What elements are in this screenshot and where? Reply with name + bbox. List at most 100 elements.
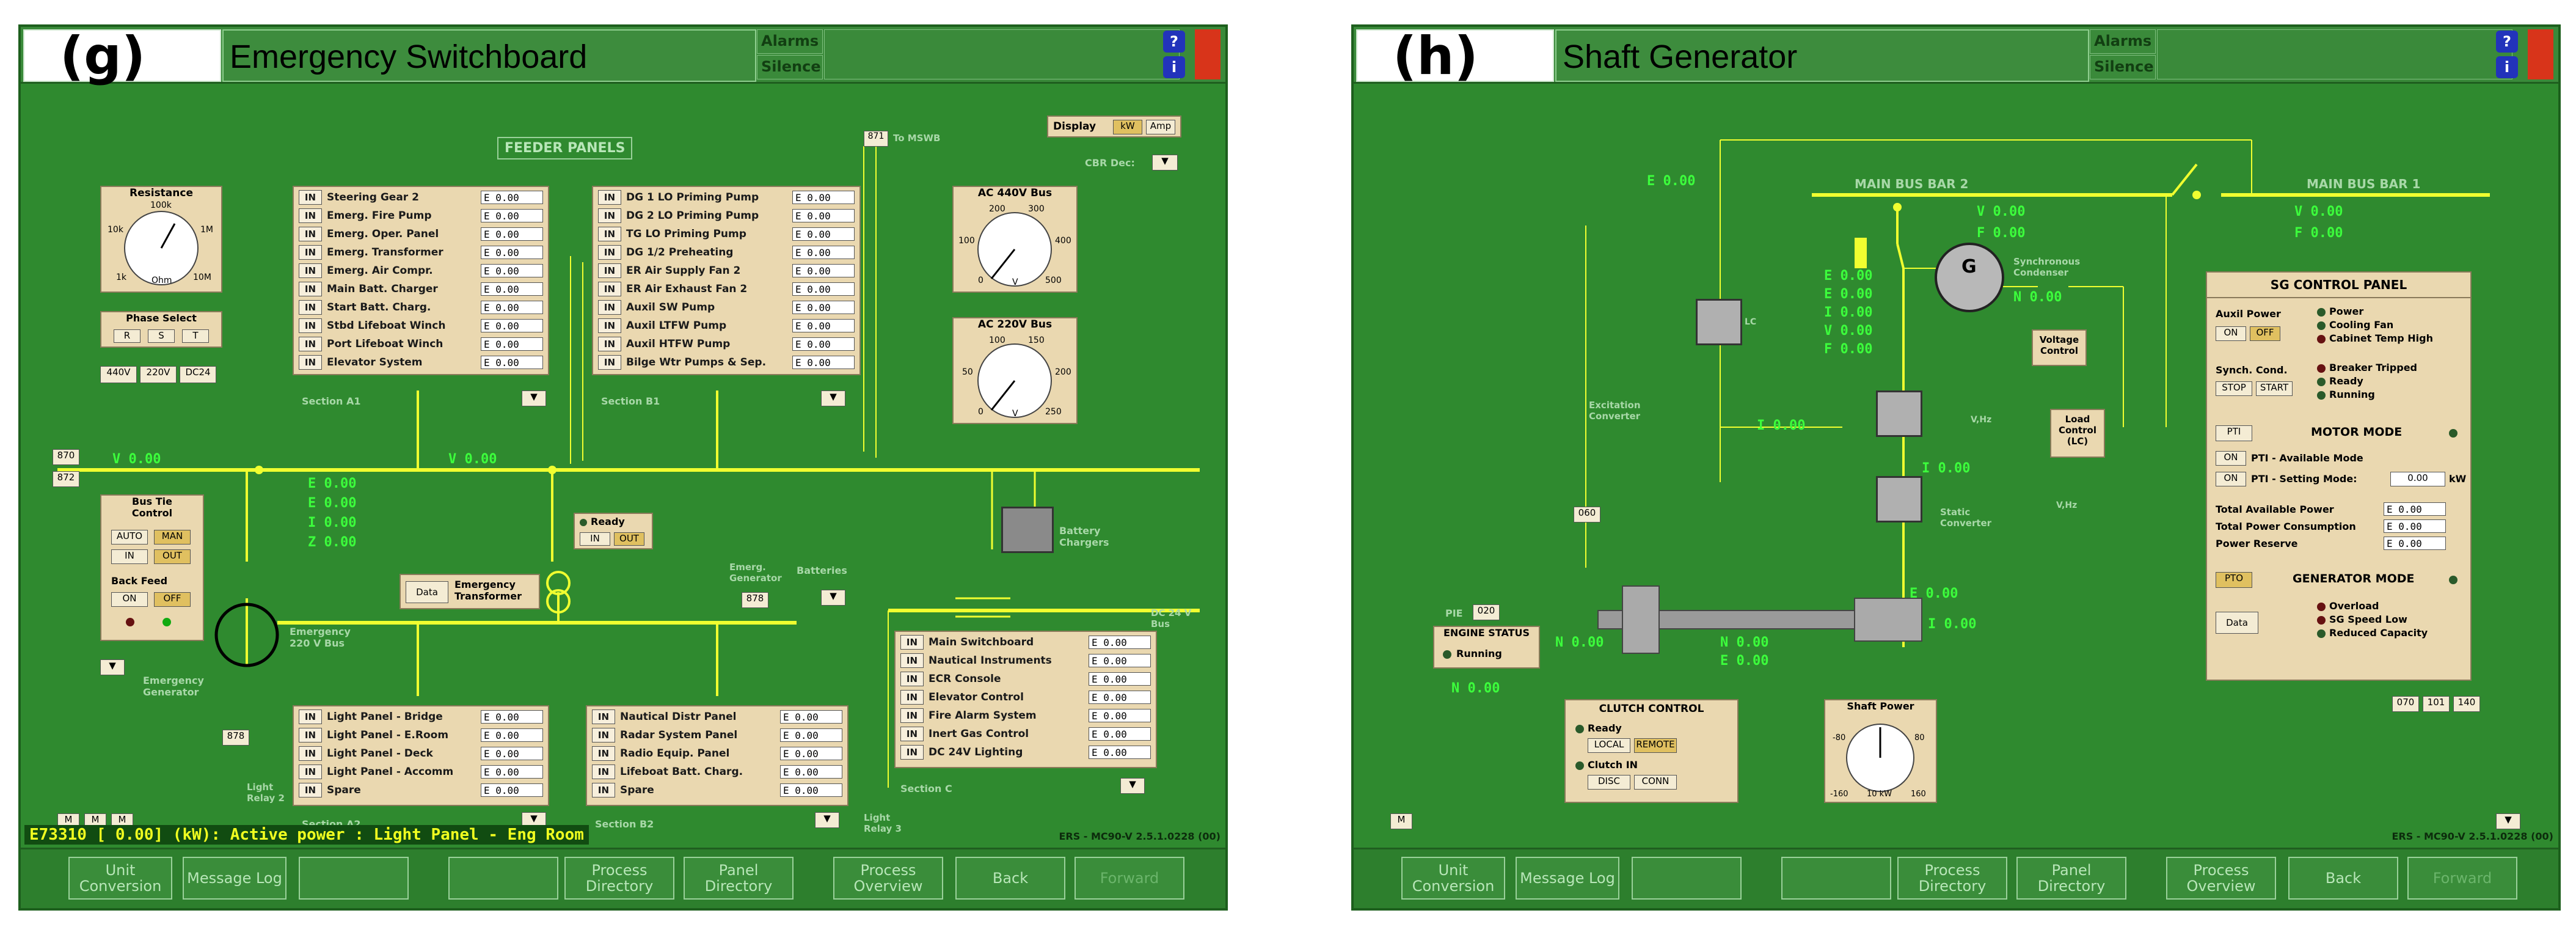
message-log-button[interactable]: Message Log	[1516, 857, 1619, 900]
sg-data-button[interactable]: Data	[2216, 612, 2258, 634]
back-button[interactable]: Back	[2288, 857, 2398, 900]
in-button[interactable]: IN	[900, 690, 924, 705]
back-feed-on-button[interactable]: ON	[111, 592, 148, 607]
process-overview-button[interactable]: Process Overview	[833, 857, 943, 900]
in-button[interactable]: IN	[598, 337, 621, 351]
ready-in-button[interactable]: IN	[580, 532, 610, 546]
phase-t-button[interactable]: T	[182, 329, 209, 343]
in-button[interactable]: IN	[299, 746, 322, 761]
auxil-off-button[interactable]: OFF	[2250, 326, 2280, 341]
in-button[interactable]: IN	[299, 337, 322, 351]
in-button[interactable]: IN	[299, 783, 322, 798]
pto-button[interactable]: PTO	[2216, 572, 2252, 588]
in-button[interactable]: IN	[598, 208, 621, 223]
process-directory-button[interactable]: Process Directory	[1897, 857, 2007, 900]
tag-060[interactable]: 060	[1574, 507, 1600, 522]
clutch-remote-button[interactable]: REMOTE	[1634, 738, 1677, 753]
tag-101[interactable]: 101	[2423, 696, 2450, 712]
clutch-local-button[interactable]: LOCAL	[1588, 738, 1630, 753]
help-icon[interactable]: ?	[2496, 31, 2518, 53]
clutch-conn-button[interactable]: CONN	[1634, 775, 1677, 790]
in-button[interactable]: IN	[299, 227, 322, 241]
in-button[interactable]: IN	[900, 708, 924, 723]
phase-r-button[interactable]: R	[114, 329, 140, 343]
tag-070[interactable]: 070	[2392, 696, 2419, 712]
in-button[interactable]: IN	[900, 635, 924, 650]
synch-stop-button[interactable]: STOP	[2216, 381, 2252, 396]
process-directory-button[interactable]: Process Directory	[564, 857, 674, 900]
display-amp-button[interactable]: Amp	[1146, 120, 1175, 134]
info-icon[interactable]: i	[2496, 56, 2518, 78]
message-log-button[interactable]: Message Log	[183, 857, 286, 900]
tag-870[interactable]: 870	[53, 449, 79, 465]
phase-s-button[interactable]: S	[148, 329, 175, 343]
back-button[interactable]: Back	[955, 857, 1065, 900]
in-button[interactable]: IN	[598, 318, 621, 333]
in-button[interactable]: IN	[598, 355, 621, 370]
volt-220v-button[interactable]: 220V	[140, 366, 177, 383]
in-button[interactable]: IN	[299, 710, 322, 724]
process-overview-button[interactable]: Process Overview	[2166, 857, 2276, 900]
bus-tie-in-button[interactable]: IN	[111, 549, 148, 564]
display-kw-button[interactable]: kW	[1113, 120, 1142, 134]
in-button[interactable]: IN	[299, 728, 322, 743]
silence-button[interactable]: Silence	[2090, 55, 2156, 79]
auxil-on-button[interactable]: ON	[2216, 326, 2246, 341]
alarms-button[interactable]: Alarms	[757, 29, 823, 54]
in-button[interactable]: IN	[299, 765, 322, 779]
in-button[interactable]: IN	[299, 190, 322, 205]
unit-conversion-button[interactable]: Unit Conversion	[1401, 857, 1505, 900]
load-control-box[interactable]: Load Control (LC)	[2050, 409, 2105, 458]
blank-button[interactable]	[299, 857, 409, 900]
back-feed-off-button[interactable]: OFF	[154, 592, 191, 607]
to-mswb-tag[interactable]: 871	[864, 131, 888, 147]
in-button[interactable]: IN	[299, 300, 322, 315]
tag-140[interactable]: 140	[2453, 696, 2480, 712]
help-icon[interactable]: ?	[1163, 31, 1185, 53]
in-button[interactable]: IN	[598, 227, 621, 241]
blank-button[interactable]	[448, 857, 558, 900]
in-button[interactable]: IN	[598, 245, 621, 260]
tag-878[interactable]: 878	[742, 592, 768, 608]
section-b2-dropdown[interactable]: ▼	[815, 812, 839, 828]
cbr-dec-dropdown[interactable]: ▼	[1152, 155, 1178, 170]
silence-button[interactable]: Silence	[757, 55, 823, 79]
blank-button[interactable]	[1781, 857, 1891, 900]
section-b1-dropdown[interactable]: ▼	[821, 391, 845, 406]
section-a1-dropdown[interactable]: ▼	[522, 391, 546, 406]
volt-440v-button[interactable]: 440V	[100, 366, 137, 383]
unit-conversion-button[interactable]: Unit Conversion	[68, 857, 172, 900]
synch-start-button[interactable]: START	[2256, 381, 2293, 396]
bus-tie-dropdown[interactable]: ▼	[100, 659, 125, 675]
pti-setting-on-button[interactable]: ON	[2216, 472, 2246, 486]
ready-out-button[interactable]: OUT	[614, 532, 644, 546]
in-button[interactable]: IN	[592, 765, 615, 779]
in-button[interactable]: IN	[299, 282, 322, 296]
panel-directory-button[interactable]: Panel Directory	[2016, 857, 2126, 900]
in-button[interactable]: IN	[592, 710, 615, 724]
in-button[interactable]: IN	[900, 653, 924, 668]
